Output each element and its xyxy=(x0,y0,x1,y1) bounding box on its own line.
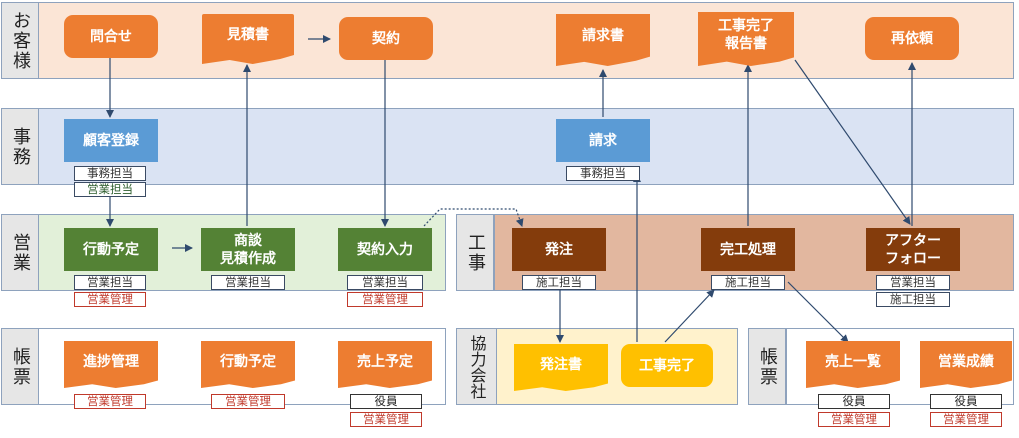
node-order: 発注 xyxy=(512,228,606,271)
lane-office-area xyxy=(38,108,1014,185)
tag-sales-mgmt-results: 営業管理 xyxy=(930,412,1002,427)
tag-office-staff-registration: 事務担当 xyxy=(74,166,146,181)
node-sales-results: 営業成績 xyxy=(920,341,1012,388)
tag-sales-mgmt-forecast: 営業管理 xyxy=(350,412,422,427)
tag-construction-staff-after: 施工担当 xyxy=(876,292,950,307)
node-completion-process: 完工処理 xyxy=(701,228,795,271)
tag-sales-mgmt-action-form: 営業管理 xyxy=(211,394,285,409)
node-after-follow: アフター フォロー xyxy=(866,228,960,271)
node-progress-mgmt: 進捗管理 xyxy=(64,341,158,388)
node-inquiry: 問合せ xyxy=(64,15,158,58)
node-action-plan-form: 行動予定 xyxy=(201,341,295,388)
node-work-done: 工事完了 xyxy=(621,344,713,387)
lane-sales-label: 営業 xyxy=(1,214,39,291)
node-purchase-order: 発注書 xyxy=(514,344,608,391)
lane-customer-label: お客様 xyxy=(1,2,39,79)
lane-customer-area xyxy=(38,2,1014,79)
tag-sales-mgmt-saleslist: 営業管理 xyxy=(818,412,890,427)
lane-partner-label: 協力会社 xyxy=(456,328,497,405)
lane-office-label: 事務 xyxy=(1,108,39,185)
tag-sales-mgmt-action: 営業管理 xyxy=(74,292,146,307)
tag-office-staff-billing: 事務担当 xyxy=(566,166,640,181)
node-estimate-document: 見積書 xyxy=(202,14,294,64)
node-negotiation: 商談 見積作成 xyxy=(201,228,295,271)
tag-sales-staff-action: 営業担当 xyxy=(74,275,146,290)
node-completion-report: 工事完了 報告書 xyxy=(698,12,794,66)
lane-forms-right-label: 帳票 xyxy=(748,328,786,405)
tag-sales-mgmt-progress: 営業管理 xyxy=(74,394,146,409)
node-contract: 契約 xyxy=(339,17,433,60)
tag-sales-staff-contract: 営業担当 xyxy=(347,275,423,290)
tag-construction-staff-order: 施工担当 xyxy=(522,275,596,290)
node-invoice-document: 請求書 xyxy=(556,14,650,66)
tag-sales-staff-negotiation: 営業担当 xyxy=(211,275,285,290)
tag-executive-forecast: 役員 xyxy=(350,394,422,409)
node-billing: 請求 xyxy=(556,119,650,162)
node-sales-forecast: 売上予定 xyxy=(338,341,432,388)
node-action-plan: 行動予定 xyxy=(64,228,158,271)
tag-sales-staff-after: 営業担当 xyxy=(876,275,950,290)
lane-forms-left-label: 帳票 xyxy=(1,328,39,405)
node-reorder: 再依頼 xyxy=(865,17,959,60)
node-sales-list: 売上一覧 xyxy=(806,341,900,388)
lane-construction-label: 工事 xyxy=(456,214,494,291)
tag-executive-saleslist: 役員 xyxy=(818,394,890,409)
node-customer-registration: 顧客登録 xyxy=(64,119,158,162)
tag-executive-results: 役員 xyxy=(930,394,1002,409)
tag-sales-mgmt-contract: 営業管理 xyxy=(347,292,423,307)
tag-sales-staff-registration: 営業担当 xyxy=(74,182,146,197)
node-contract-input: 契約入力 xyxy=(338,228,432,271)
tag-construction-staff-completion: 施工担当 xyxy=(711,275,785,290)
